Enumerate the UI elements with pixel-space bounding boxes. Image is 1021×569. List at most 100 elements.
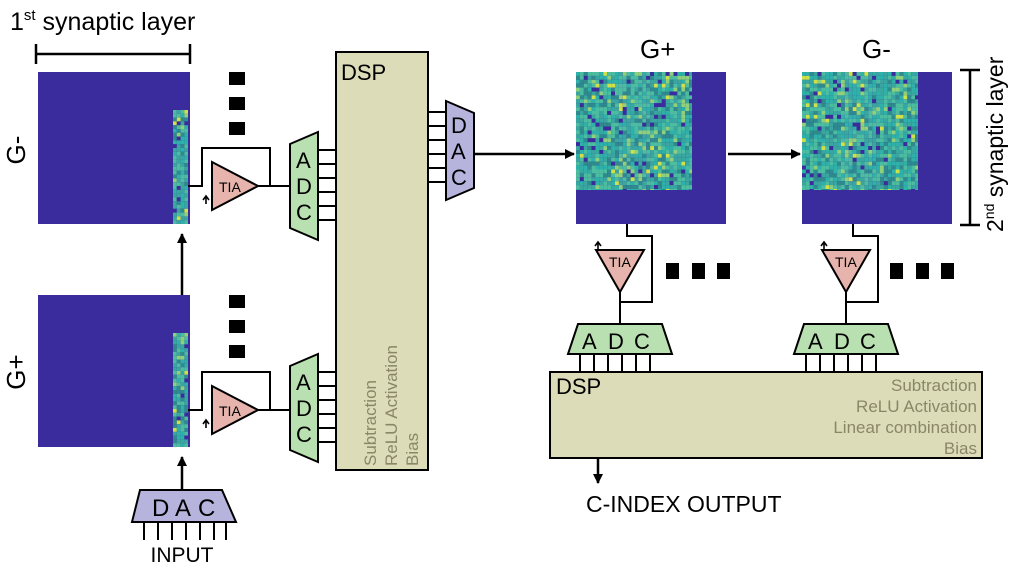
heatmap-cell [852,185,857,189]
heatmap-cell [825,173,830,178]
heatmap-cell [852,79,857,84]
heatmap-cell [184,412,188,417]
heatmap-cell [173,151,177,156]
heatmap-cell [622,177,627,182]
heatmap-cell [891,165,896,170]
heatmap-cell [852,189,857,190]
heatmap-cell [860,103,865,108]
heatmap-cell [903,189,908,190]
heatmap-cell [173,336,177,341]
heatmap-cell [595,165,600,170]
heatmap-cell [634,103,639,108]
heatmap-cell [677,103,682,108]
heatmap-cell [579,87,584,92]
heatmap-cell [579,91,584,96]
heatmap-cell [876,114,880,119]
heatmap-cell [661,153,666,158]
heatmap-cell [880,161,884,166]
heatmap-cell [654,114,658,119]
heatmap-cell [184,205,188,209]
heatmap-cell [681,91,686,96]
heatmap-cell [844,153,849,158]
heatmap-cell [911,126,916,131]
heatmap-cell [630,126,635,131]
heatmap-cell [587,99,592,104]
heatmap-cell [677,134,682,139]
heatmap-cell [911,153,916,158]
heatmap-cell [630,185,635,189]
heatmap-cell [911,130,916,135]
heatmap-cell [813,165,818,170]
heatmap-cell [681,99,686,104]
heatmap-cell [607,142,612,147]
heatmap-cell [599,83,604,88]
heatmap-cell [860,165,865,170]
heatmap-cell [841,173,845,178]
heatmap-cell [856,91,861,96]
heatmap-cell [817,165,822,170]
heatmap-cell [681,161,686,166]
svg-text:C: C [860,329,876,354]
heatmap-cell [622,122,627,127]
heatmap-cell [595,142,600,147]
heatmap-cell [669,189,674,190]
heatmap-cell [607,185,612,189]
heatmap-cell [615,79,619,84]
heatmap-cell [180,352,185,356]
heatmap-cell [611,130,615,135]
heatmap-cell [603,173,608,178]
heatmap-cell [634,118,639,123]
heatmap-cell [844,134,849,139]
heatmap-cell [591,72,596,76]
heatmap-cell [903,169,908,174]
heatmap-cell [654,95,658,100]
heatmap-cell [176,132,181,137]
heatmap-cell [583,122,588,127]
heatmap-cell [825,103,830,108]
heatmap-cell [813,118,818,123]
heatmap-cell [579,103,584,108]
heatmap-cell [864,150,869,154]
heatmap-cell [856,181,861,186]
heatmap-cell [685,142,690,147]
heatmap-cell [180,428,185,432]
heatmap-cell [638,79,643,84]
heatmap-cell [650,114,654,119]
heatmap-cell [650,99,654,104]
tia-top-left: TIA [188,147,290,212]
heatmap-cell [650,83,654,88]
heatmap-cell [657,181,662,186]
heatmap-cell [654,181,658,186]
heatmap-cell [915,83,918,88]
heatmap-cell [911,189,916,190]
heatmap-cell [809,87,814,92]
heatmap-cell [611,83,615,88]
heatmap-cell [576,130,580,135]
heatmap-cell [618,72,623,76]
heatmap-cell [903,126,908,131]
heatmap-cell [173,110,177,114]
heatmap-cell [841,153,845,158]
heatmap-cell [915,103,918,108]
heatmap-cell [579,165,584,170]
heatmap-cell [860,72,865,76]
heatmap-cell [681,114,686,119]
heatmap-cell [591,118,596,123]
heatmap-cell [630,138,635,143]
heatmap-cell [825,122,830,127]
heatmap-cell [833,157,838,162]
heatmap-cell [618,146,623,150]
heatmap-cell [661,165,666,170]
heatmap-cell [657,95,662,100]
heatmap-cell [180,136,185,141]
heatmap-cell [833,165,838,170]
heatmap-cell [184,397,188,402]
heatmap-cell [907,165,912,170]
heatmap-cell [899,134,904,139]
heatmap-cell [907,91,912,96]
heatmap-cell [176,110,181,114]
heatmap-cell [638,130,643,135]
heatmap-cell [899,146,904,150]
heatmap-cell [837,87,841,92]
heatmap-cell [802,173,806,178]
